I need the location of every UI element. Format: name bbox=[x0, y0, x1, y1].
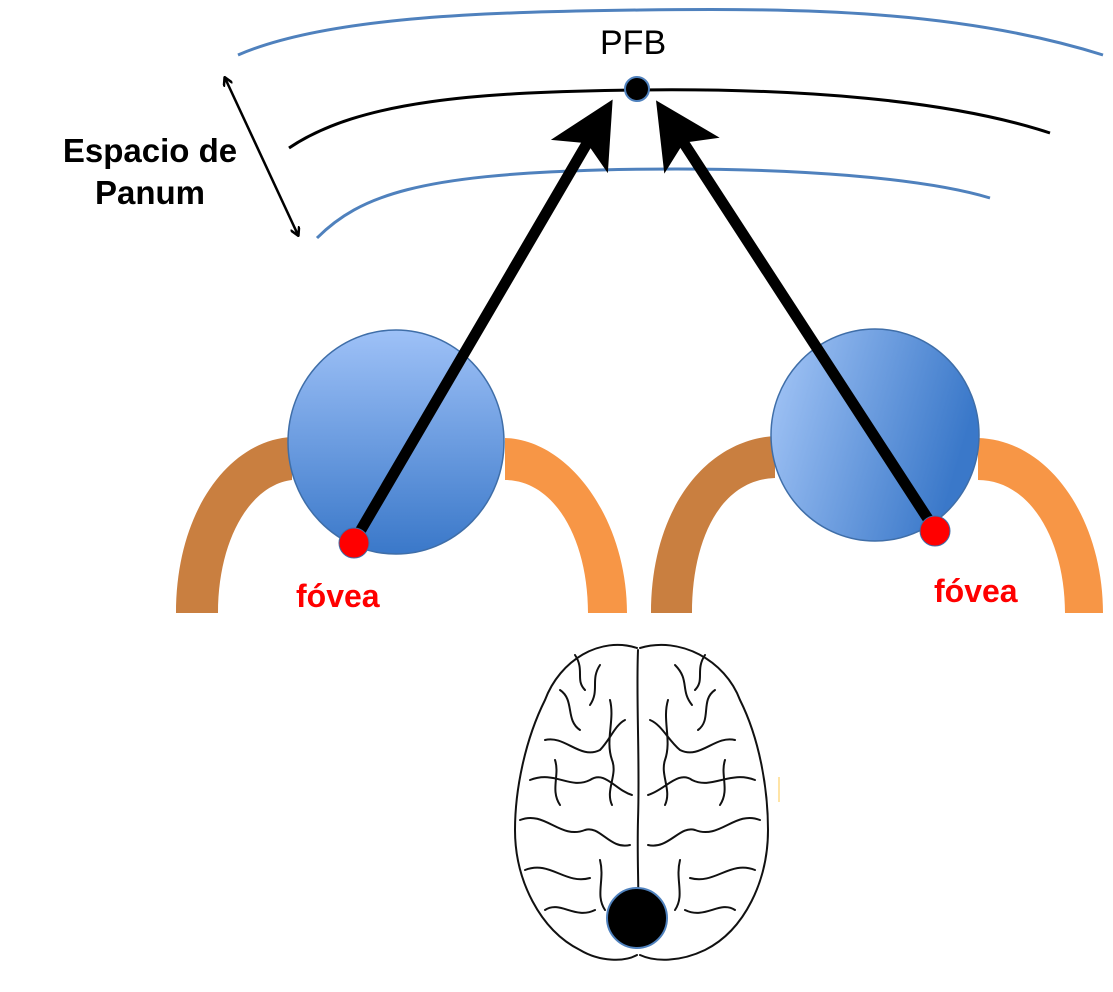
pfb-fixation-point bbox=[624, 76, 650, 102]
left-eyeball bbox=[287, 329, 505, 555]
right-eye-muscle-left bbox=[651, 436, 775, 613]
brain-icon bbox=[514, 643, 769, 961]
left-fovea-dot bbox=[338, 527, 370, 559]
brain-left-hemisphere-outline bbox=[514, 643, 638, 961]
horopter-line bbox=[288, 88, 1051, 150]
pfb-label: PFB bbox=[600, 24, 667, 62]
panum-range-arrow bbox=[225, 78, 298, 235]
panum-upper-boundary bbox=[237, 8, 1104, 57]
right-fovea-dot bbox=[919, 515, 951, 547]
left-visual-axis-arrow bbox=[350, 99, 613, 543]
left-eye-muscle-left bbox=[176, 437, 292, 613]
left-fovea-label: fóvea bbox=[296, 578, 380, 614]
right-fovea-label: fóvea bbox=[934, 573, 1018, 609]
right-visual-axis-arrow bbox=[656, 100, 935, 525]
panum-lower-boundary bbox=[315, 167, 991, 240]
brain-right-hemisphere-outline bbox=[639, 643, 769, 961]
right-eye-muscle-right bbox=[978, 438, 1103, 613]
panum-space-label: Espacio de Panum bbox=[62, 132, 238, 211]
left-eye-muscle-right bbox=[505, 438, 627, 613]
brain-longitudinal-fissure bbox=[636, 649, 640, 901]
visual-cortex-marker bbox=[606, 887, 668, 949]
